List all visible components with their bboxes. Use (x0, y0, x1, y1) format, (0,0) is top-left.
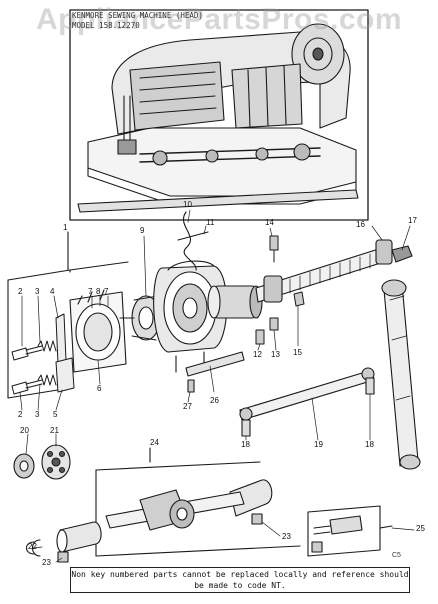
callout-9: 9 (140, 226, 145, 235)
callout-16: 16 (356, 220, 365, 229)
callout-15: 15 (293, 348, 302, 357)
hook-shaft-collar (207, 285, 263, 319)
callout-11: 11 (206, 218, 215, 227)
callout-14: 14 (265, 218, 274, 227)
part-25-detail-box (307, 505, 393, 557)
callout-7a: 7 (88, 287, 93, 296)
footnote-box: Non key numbered parts cannot be replace… (70, 567, 410, 593)
callout-4: 4 (50, 287, 55, 296)
callout-21: 21 (50, 426, 59, 435)
connecting-link (239, 367, 375, 437)
callout-2b: 2 (18, 410, 23, 419)
callout-leader-lines (19, 209, 415, 563)
screw-and-spring-set (11, 313, 75, 395)
callout-13: 13 (271, 350, 280, 359)
callout-3: 3 (35, 287, 40, 296)
callout-25: 25 (416, 524, 425, 533)
callout-19: 19 (314, 440, 323, 449)
callout-8: 8 (96, 287, 101, 296)
retaining-ring (69, 289, 127, 373)
callout-12: 12 (253, 350, 262, 359)
callout-2: 2 (18, 287, 23, 296)
callout-23a: 23 (282, 532, 291, 541)
callout-10: 10 (183, 200, 192, 209)
callout-27: 27 (183, 402, 192, 411)
callout-18b: 18 (365, 440, 374, 449)
bobbins (13, 444, 71, 480)
callout-7b: 7 (104, 287, 109, 296)
callout-22: 22 (28, 542, 37, 551)
slide-bar (185, 351, 245, 393)
callout-26: 26 (210, 396, 219, 405)
diagram-header: KENMORE SEWING MACHINE (HEAD) (72, 11, 203, 20)
callout-24: 24 (150, 438, 159, 447)
machine-head-illustration (69, 9, 369, 221)
callout-18a: 18 (241, 440, 250, 449)
rotary-hook (153, 211, 228, 373)
callout-17: 17 (408, 216, 417, 225)
bobbin-case (119, 295, 161, 341)
callout-20: 20 (20, 426, 29, 435)
rock-shaft (381, 279, 421, 470)
watermark: AppliancePartsPros.com (35, 3, 403, 36)
callout-5: 5 (53, 410, 58, 419)
callout-23b: 23 (42, 558, 51, 567)
lower-shaft-assembly (25, 447, 301, 563)
hook-assembly-bracket (7, 231, 129, 399)
callout-3b: 3 (35, 410, 40, 419)
hook-drive-shaft (255, 239, 413, 303)
callout-6: 6 (97, 384, 102, 393)
set-screws (255, 235, 305, 345)
callout-1: 1 (63, 223, 68, 232)
page-code: C5 (392, 552, 401, 559)
diagram-model-line: MODEL 158.12270 (72, 21, 140, 30)
